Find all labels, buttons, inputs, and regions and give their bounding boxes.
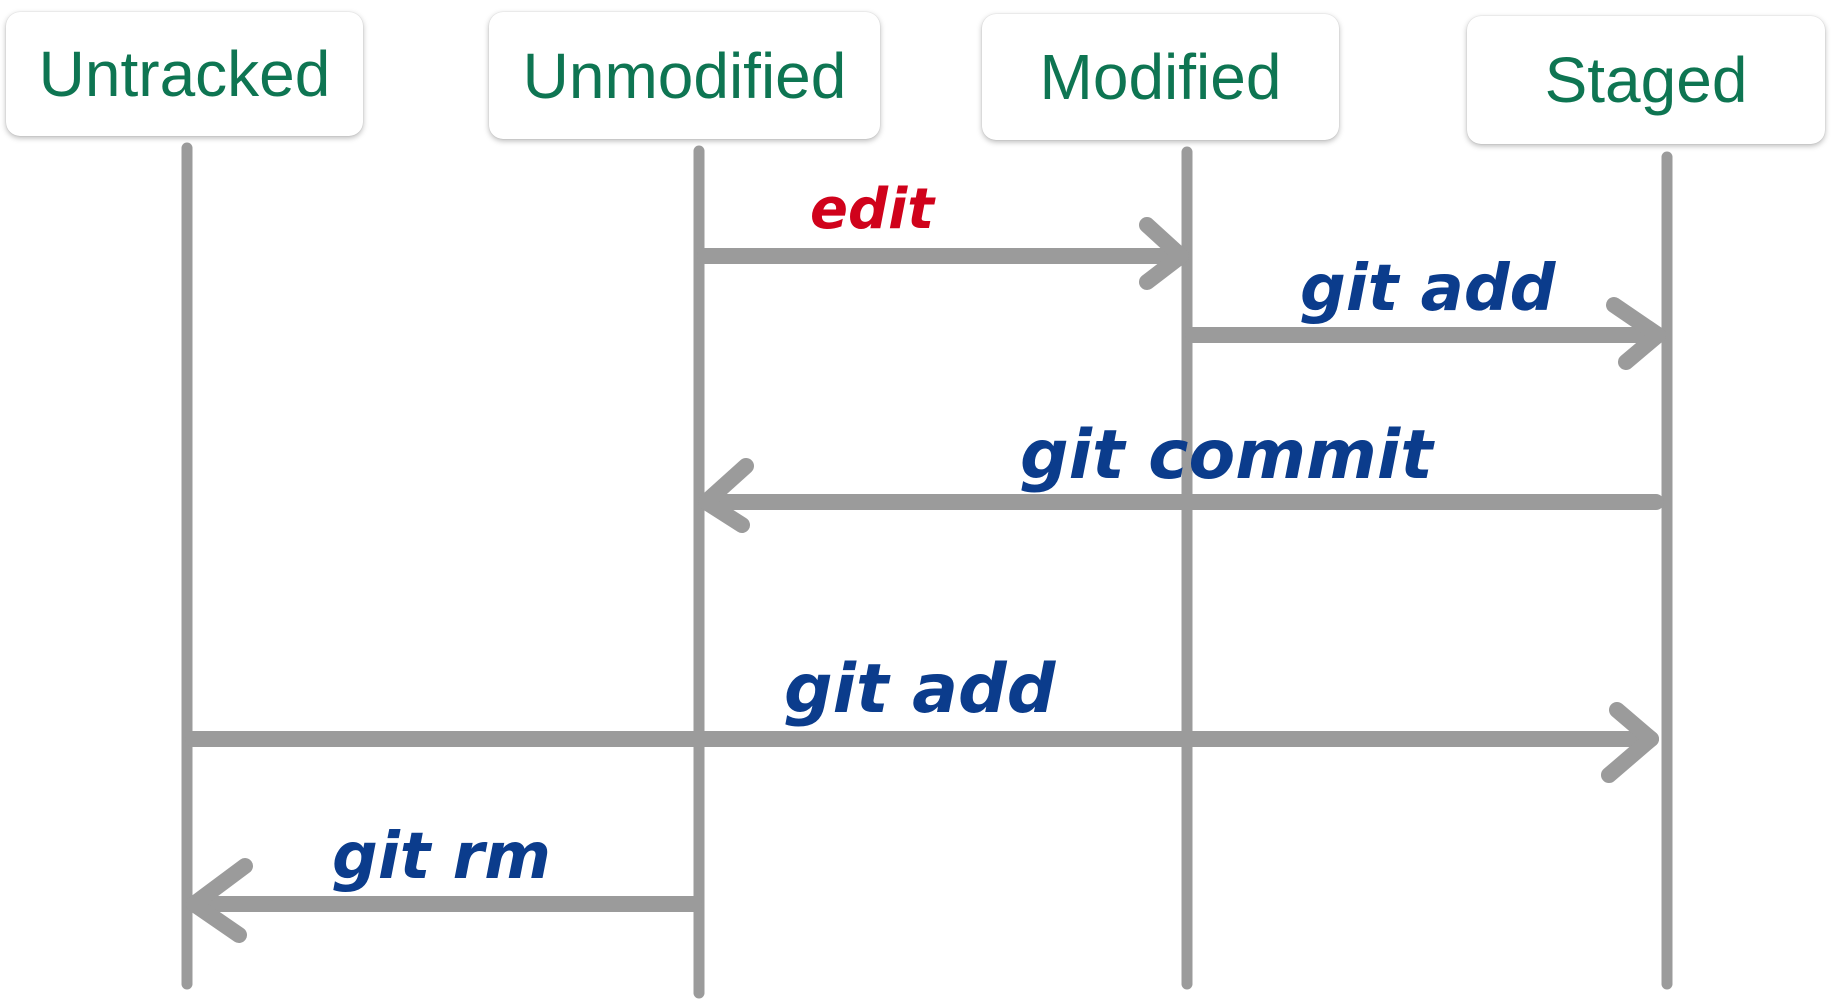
state-staged-label: Staged [1544, 44, 1748, 116]
arrow-git-add-untracked-to-staged [185, 702, 1659, 783]
arrow-git-commit [698, 458, 1664, 533]
state-unmodified-label: Unmodified [522, 39, 847, 112]
state-modified: Modified [982, 14, 1339, 140]
state-untracked-label: Untracked [38, 38, 331, 110]
label-git-add-modified-to-staged: git add [1300, 252, 1557, 326]
arrow-git-add-modified-to-staged [1185, 297, 1666, 370]
label-edit: edit [810, 177, 936, 242]
label-git-commit: git commit [1020, 416, 1435, 495]
state-untracked: Untracked [6, 12, 363, 136]
state-unmodified: Unmodified [489, 12, 880, 139]
state-staged: Staged [1467, 16, 1825, 144]
state-modified-label: Modified [1039, 41, 1282, 113]
arrow-git-rm [186, 858, 702, 943]
arrow-edit [697, 217, 1189, 290]
label-git-add-untracked-to-staged: git add [784, 650, 1057, 729]
label-git-rm: git rm [332, 820, 551, 894]
